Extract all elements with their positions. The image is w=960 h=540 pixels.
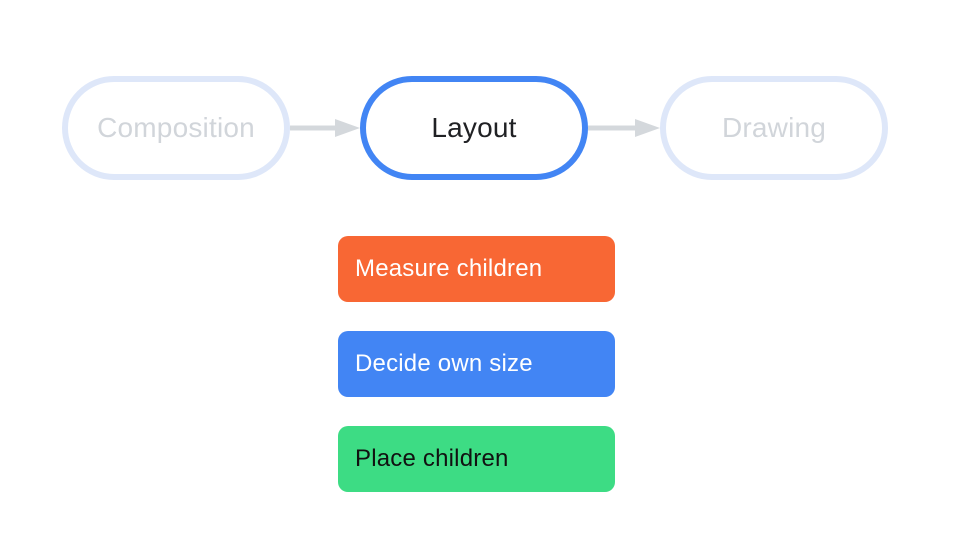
step-drawing-label: Drawing xyxy=(721,112,827,143)
phase-place-label: Place children xyxy=(355,445,509,472)
phase-measure-label: Measure children xyxy=(355,255,543,282)
phase-box-measure-children: Measure children xyxy=(338,236,615,302)
arrow-right-icon xyxy=(588,119,660,137)
stepper-step-drawing: Drawing xyxy=(660,76,888,180)
stepper-step-composition: Composition xyxy=(62,76,290,180)
phase-box-place-children: Place children xyxy=(338,426,615,492)
arrow-right-icon xyxy=(290,119,360,137)
step-layout-label: Layout xyxy=(431,112,517,143)
layout-phase-list: Measure children Decide own size Place c… xyxy=(338,236,615,492)
phase-size-label: Decide own size xyxy=(355,350,533,377)
pipeline-stepper: Composition Layout Drawing xyxy=(62,76,888,180)
phase-box-decide-own-size: Decide own size xyxy=(338,331,615,397)
stepper-step-layout: Layout xyxy=(360,76,588,180)
step-composition-label: Composition xyxy=(97,112,255,143)
